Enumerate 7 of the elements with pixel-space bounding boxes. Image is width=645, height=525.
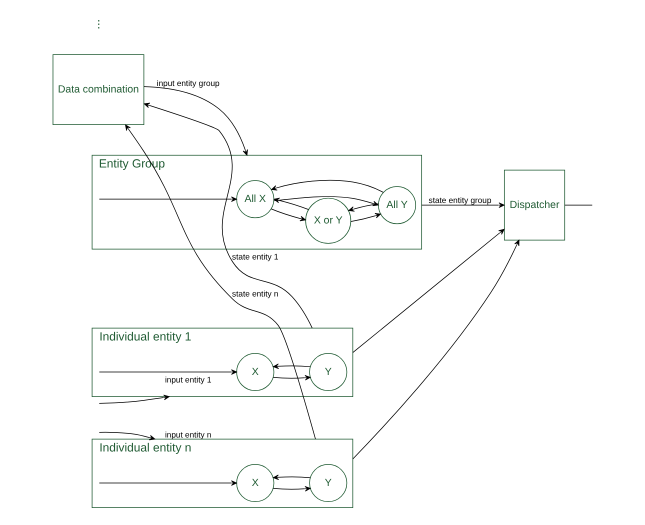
edge-label: input entity 1	[164, 375, 211, 384]
edge-label: state entity 1	[232, 252, 278, 262]
edge-label: state entity group	[428, 196, 491, 205]
edge-label: input entity n	[164, 430, 211, 440]
label: ⋮	[92, 20, 103, 31]
edge-label: input entity group	[156, 78, 220, 88]
edge-label: state entity n	[232, 290, 278, 299]
